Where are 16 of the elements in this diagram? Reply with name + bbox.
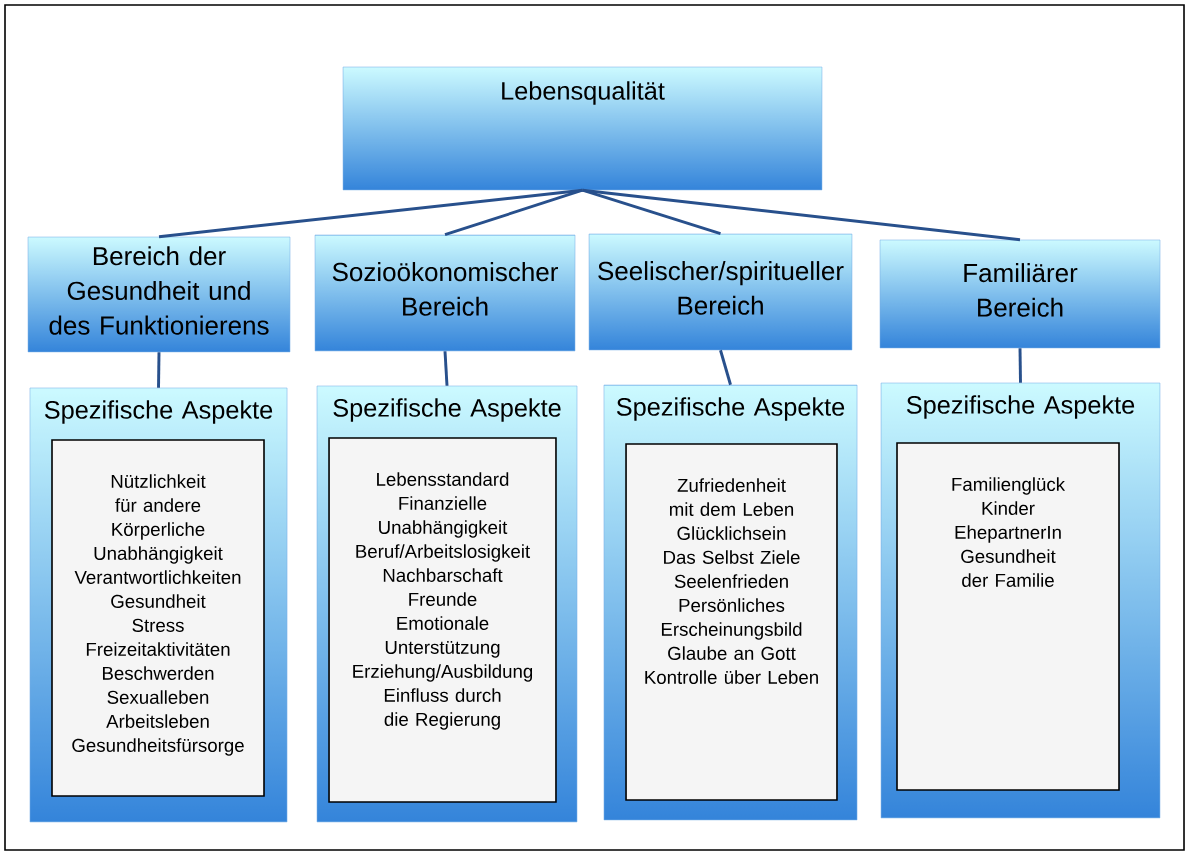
title-box: Lebensqualität [342, 66, 823, 191]
aspects-list-box: Lebensstandard Finanzielle Unabhängigkeit Beruf/Arbeitslosigkeit Nachbarschaft Freunde Emotionale Unterstützung Erziehung/Ausbildung Einfluss durch die Regierung [328, 437, 557, 803]
connector-line [443, 351, 449, 386]
category-box: Bereich der Gesundheit und des Funktionierens [27, 236, 291, 353]
aspects-list-box: Nützlichkeit für andere Körperliche Unabhängigkeit Verantwortlichkeiten Gesundheit Stress Freizeitaktivitäten Beschwerden Sexualleben Arbeitsleben Gesundheitsfürsorge [51, 439, 265, 797]
connector-line [1018, 348, 1022, 383]
connector-line [444, 188, 583, 237]
connector-line [582, 188, 1021, 242]
category-box: Familiärer Bereich [879, 239, 1161, 349]
connector-line [158, 188, 583, 239]
connector-line [719, 349, 732, 386]
category-box: Sozioökonomischer Bereich [314, 234, 576, 352]
connector-line [157, 352, 161, 388]
category-box: Seelischer/spiritueller Bereich [588, 233, 853, 351]
aspects-list-box: Zufriedenheit mit dem Leben Glücklichsein Das Selbst Ziele Seelenfrieden Persönliches Erscheinungsbild Glaube an Gott Kontrolle über Leben [625, 443, 838, 801]
aspects-list-box: Familienglück Kinder EhepartnerIn Gesundheit der Familie [896, 442, 1120, 791]
